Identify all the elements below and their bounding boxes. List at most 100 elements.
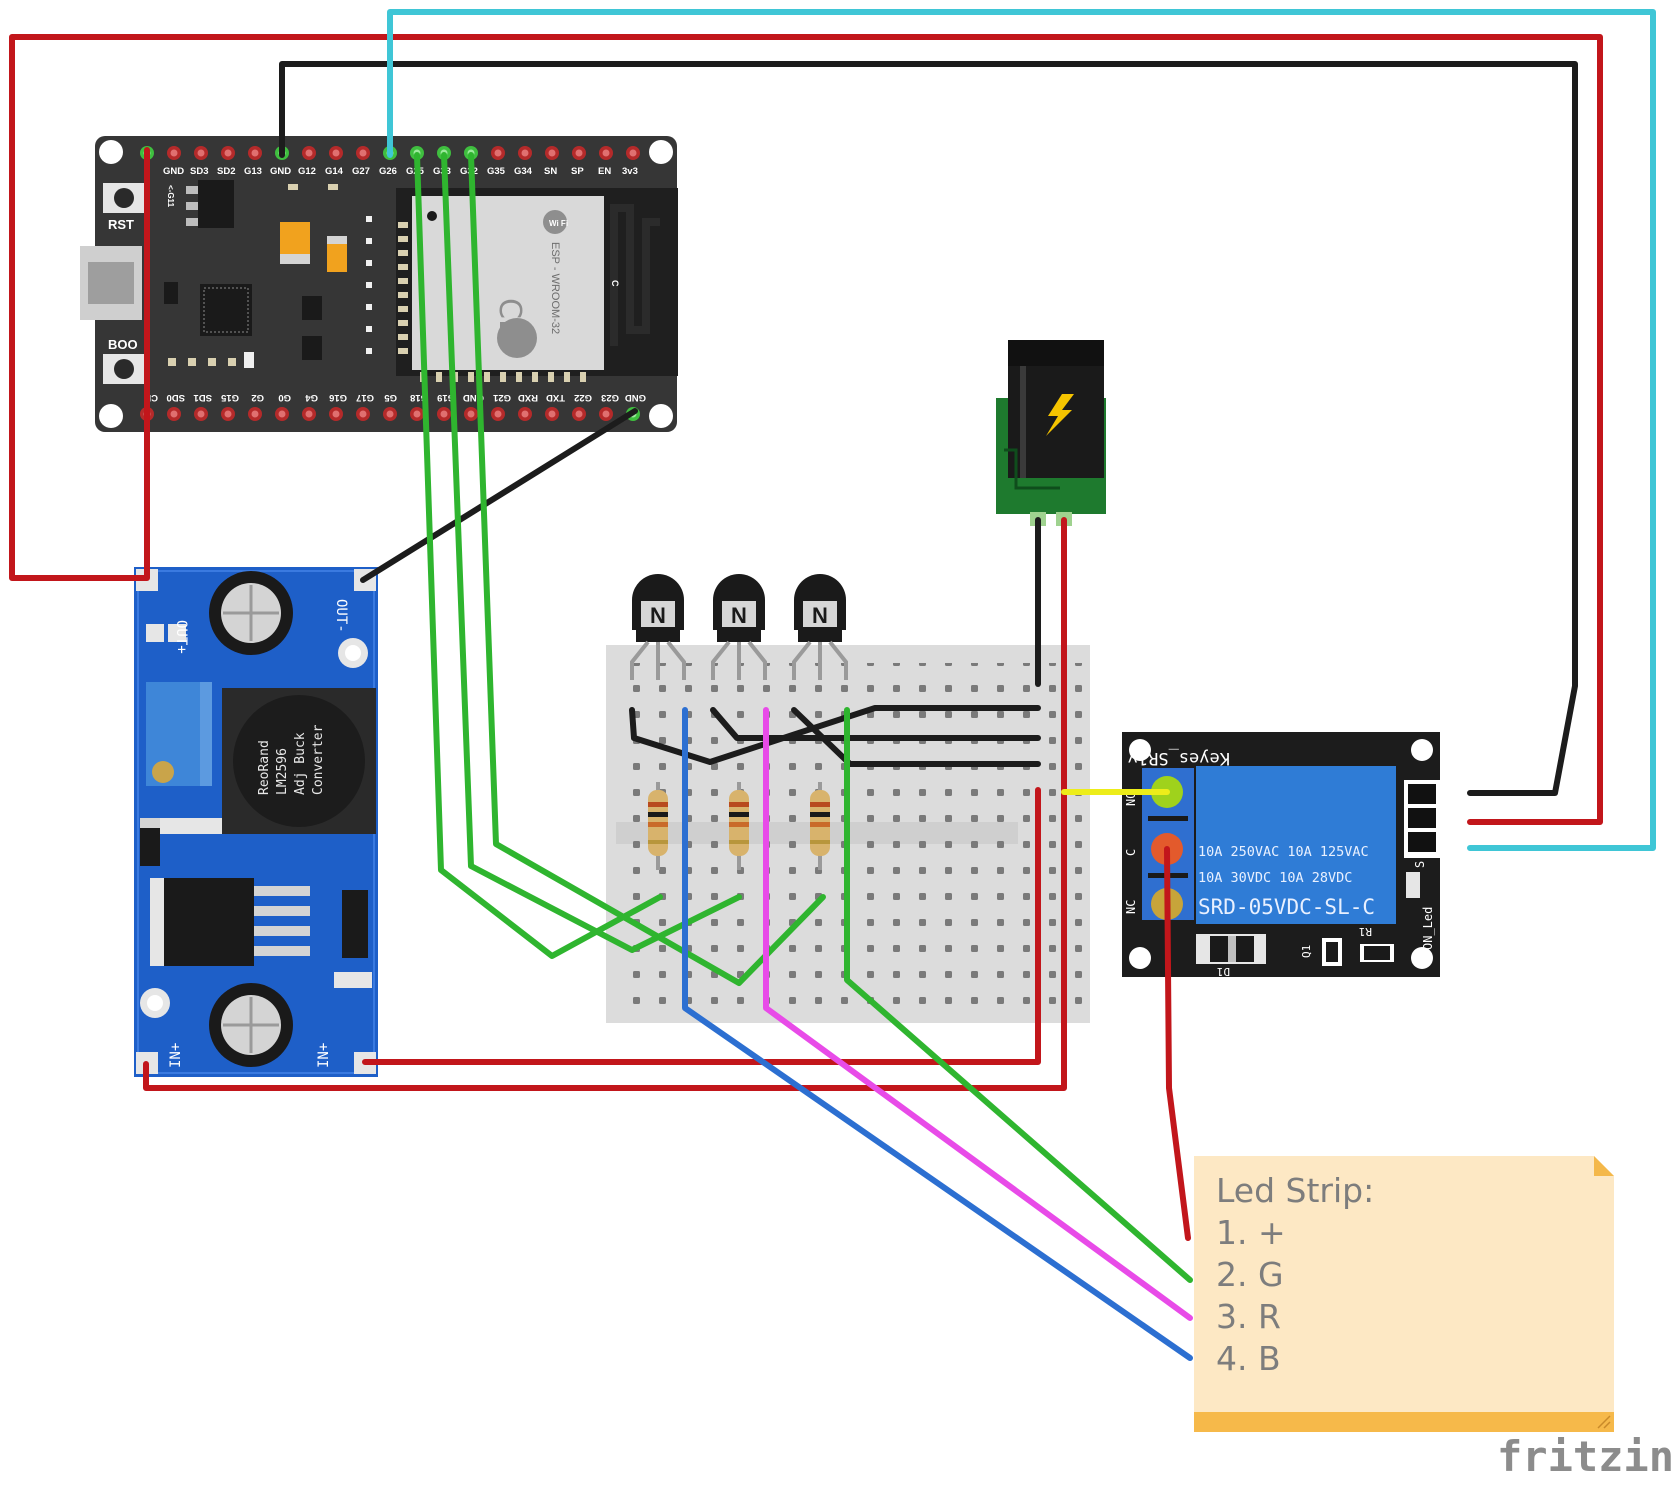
wire-red-5v	[9, 34, 1603, 825]
pin-label: SD2	[217, 166, 235, 177]
header-pin-hole	[494, 410, 502, 418]
header-pin-hole	[629, 149, 637, 157]
header-pin-hole	[521, 149, 529, 157]
pin-label: CK	[144, 392, 158, 403]
pin-label: SD3	[190, 166, 208, 177]
wire-green-g25	[414, 152, 663, 959]
pin-label: GND	[625, 392, 646, 403]
pin-label: G4	[305, 392, 318, 403]
terminal-label-c: C	[1124, 849, 1138, 856]
header-pin-hole	[224, 410, 232, 418]
wifi-label: Wi Fi	[549, 219, 568, 228]
header-pin-hole	[602, 410, 610, 418]
svg-text:N: N	[731, 603, 747, 628]
wire-green-led-g	[844, 707, 1193, 1283]
resistor-2	[729, 782, 749, 870]
svg-text:Converter: Converter	[311, 724, 326, 795]
terminal-label-nc: NC	[1124, 900, 1138, 914]
pin-label: G2	[251, 392, 264, 403]
header-pin-hole	[197, 149, 205, 157]
pin-label: G12	[298, 166, 316, 177]
wire-cyan-signal	[387, 9, 1656, 851]
pin-label: G14	[325, 166, 344, 177]
wires	[9, 9, 1656, 1361]
header-pin-hole	[278, 410, 286, 418]
relay-spec-2: 10A 30VDC 10A 28VDC	[1198, 870, 1352, 886]
header-pin-hole	[305, 410, 313, 418]
note-item-plus: 1. +	[1216, 1213, 1286, 1252]
wire-black-emitter-1	[629, 705, 1041, 765]
pin-label: G0	[278, 392, 291, 403]
power-bolt-icon	[1046, 394, 1074, 436]
header-pin-hole	[170, 149, 178, 157]
header-pin-hole	[575, 149, 583, 157]
pin-label: SP	[571, 166, 584, 177]
header-pin-hole	[440, 410, 448, 418]
pin-label: EN	[598, 166, 611, 177]
on-led	[1406, 872, 1420, 898]
pin-label: SD1	[193, 392, 212, 403]
pin-label: G16	[329, 392, 347, 403]
wire-red-buck-in	[362, 787, 1041, 1065]
wire-magenta-led-r	[763, 707, 1193, 1321]
pin-s-label: S	[1413, 861, 1427, 868]
header-pin-hole	[467, 410, 475, 418]
esp32-bottom-header	[140, 407, 640, 421]
module-label: ESP - WROOM-32	[549, 242, 561, 334]
relay-model: SRD-05VDC-SL-C	[1198, 895, 1375, 919]
resistor-3	[810, 782, 830, 870]
pin-label: GND	[163, 166, 184, 177]
rst-label: RST	[108, 217, 134, 232]
header-pin-hole	[548, 149, 556, 157]
relay-body	[1196, 766, 1396, 924]
note-title: Led Strip:	[1216, 1171, 1375, 1210]
header-pin-hole	[170, 410, 178, 418]
pin-label: SN	[544, 166, 557, 177]
pin-label: G26	[379, 166, 397, 177]
resistor-group	[648, 782, 830, 870]
svg-text:ReoRand: ReoRand	[257, 740, 272, 795]
pin-label: TXD	[546, 392, 565, 403]
header-pin-hole	[251, 149, 259, 157]
relay-brand: Keyes_SR1y	[1128, 748, 1230, 768]
pin-label: SD0	[167, 392, 185, 403]
transistor-2: N	[713, 574, 765, 642]
dc-jack	[996, 340, 1106, 526]
note-item-g: 2. G	[1216, 1255, 1284, 1294]
pin-label: GND	[463, 392, 484, 403]
relay-spec-1: 10A 250VAC 10A 125VAC	[1198, 844, 1369, 860]
q1-label: Q1	[1300, 945, 1313, 958]
pin-label: G5	[384, 392, 397, 403]
pin-label: G35	[487, 166, 506, 177]
pin-label: G15	[220, 392, 239, 403]
pin-label: RXD	[518, 392, 538, 403]
header-pin-hole	[548, 410, 556, 418]
r1-label: R1	[1359, 925, 1372, 938]
header-pin-hole	[413, 410, 421, 418]
out-minus-label: OUT-	[333, 599, 349, 633]
transistor-3: N	[794, 574, 846, 642]
pin-label: GND	[270, 166, 291, 177]
pin-label: G27	[352, 166, 370, 177]
pin-label: G19	[437, 392, 455, 403]
transistor-group: N N N	[630, 574, 848, 680]
wire-black-gnd-relay	[279, 61, 1578, 796]
wire-green-g32	[468, 152, 826, 986]
header-pin-hole	[251, 410, 259, 418]
svg-text:N: N	[812, 603, 828, 628]
pin-label: G18	[410, 392, 428, 403]
in-plus-right-label: IN+	[316, 1043, 332, 1068]
header-pin-hole	[305, 149, 313, 157]
buck-chip-text: ReoRand LM2596 Adj Buck Converter	[257, 724, 326, 795]
on-led-label: ON_Led	[1421, 907, 1435, 950]
header-pin-hole	[332, 410, 340, 418]
esp32-board: RST BOO <-G11	[80, 136, 678, 432]
wire-red-jack	[143, 517, 1067, 1091]
fritzing-watermark: fritzing	[1497, 1432, 1671, 1481]
wire-blue-led-b	[682, 707, 1193, 1361]
terminal-label-no: NO	[1124, 792, 1138, 806]
regulator	[150, 878, 254, 966]
svg-text:LM2596: LM2596	[275, 748, 290, 795]
transistor-1: N	[632, 574, 684, 642]
